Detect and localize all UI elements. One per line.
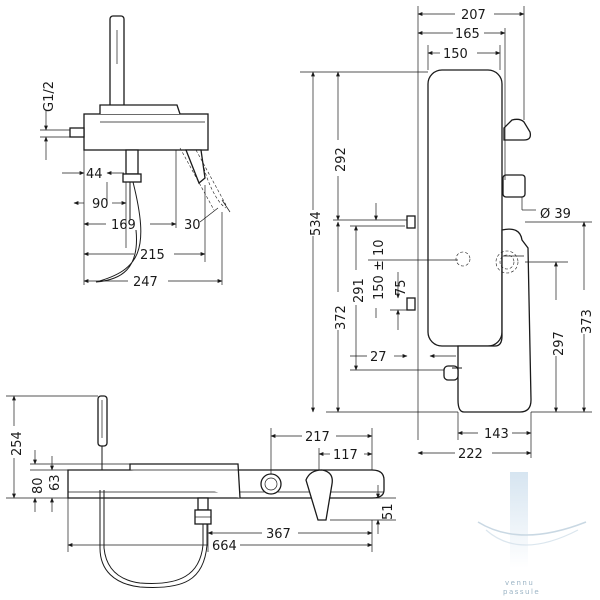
dim-143: 143: [484, 427, 509, 442]
watermark: vennu passule: [477, 472, 587, 596]
side-body: [83, 113, 209, 151]
dim-247: 247: [133, 275, 158, 290]
dim-150tol: 150 ± 10: [372, 239, 387, 300]
dim-27: 27: [370, 350, 387, 365]
top-view: 254 80 63 217 117 51 367: [6, 395, 396, 588]
dim-169: 169: [111, 218, 136, 233]
front-knob-lower: [502, 174, 526, 198]
dim-30: 30: [184, 218, 201, 233]
dim-222: 222: [458, 447, 483, 462]
dim-664: 664: [212, 539, 237, 554]
dim-534: 534: [309, 211, 324, 236]
top-lever: [305, 469, 333, 521]
top-button: [260, 473, 282, 495]
svg-text:passule: passule: [503, 588, 540, 596]
dim-thread: G1/2: [42, 81, 57, 112]
dim-292: 292: [334, 147, 349, 172]
dim-dia39: Ø 39: [540, 207, 571, 222]
front-spout: [457, 228, 532, 413]
dim-63: 63: [48, 474, 63, 491]
dim-165: 165: [455, 27, 480, 42]
front-plate: [427, 69, 503, 347]
top-hand-shower: [97, 395, 108, 447]
dim-254: 254: [10, 431, 25, 456]
side-lever: [185, 149, 206, 185]
dim-215: 215: [140, 248, 165, 263]
dim-51: 51: [381, 503, 396, 520]
dim-207: 207: [461, 8, 486, 23]
front-view: 207 165 150 534 292 372 291 150: [300, 6, 595, 462]
dim-291: 291: [352, 278, 367, 303]
dim-297: 297: [552, 331, 567, 356]
dim-217: 217: [305, 430, 330, 445]
dim-150: 150: [443, 47, 468, 62]
watermark-text: vennu: [505, 579, 534, 587]
dim-367: 367: [266, 527, 291, 542]
dim-372: 372: [334, 305, 349, 330]
dim-117: 117: [333, 448, 358, 463]
front-knob-upper: [503, 118, 532, 141]
side-view: G1/2 44 90 169 30 215 247: [40, 15, 231, 290]
dim-80: 80: [31, 477, 46, 494]
dim-75: 75: [394, 279, 409, 296]
dim-90: 90: [92, 197, 109, 212]
dim-44: 44: [86, 167, 103, 182]
dim-373: 373: [580, 309, 595, 334]
